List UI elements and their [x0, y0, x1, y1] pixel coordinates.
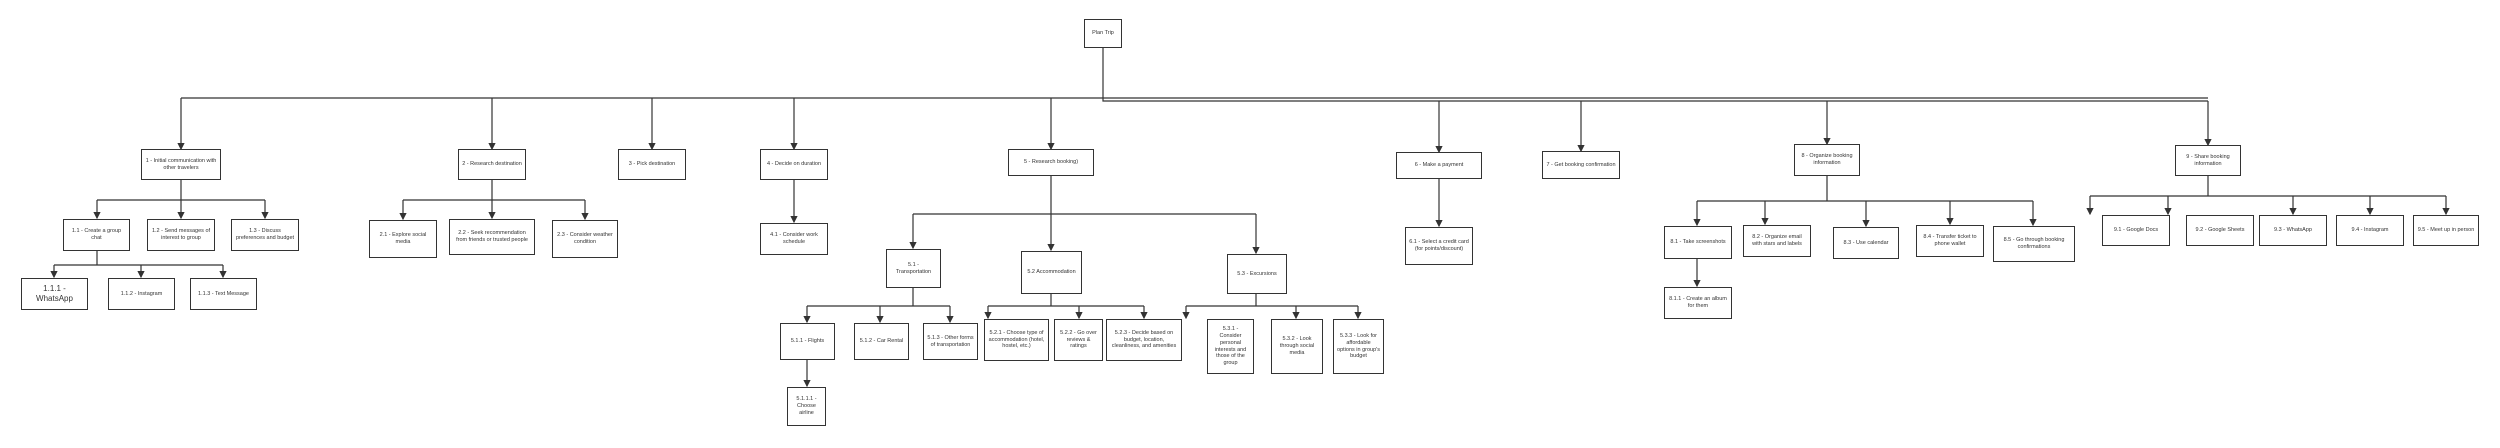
node-1-1-group-chat[interactable]: 1.1 - Create a group chat	[63, 219, 130, 251]
node-8-1-screenshots[interactable]: 8.1 - Take screenshots	[1664, 226, 1732, 259]
node-6-make-payment[interactable]: 6 - Make a payment	[1396, 152, 1482, 179]
node-2-research-destination[interactable]: 2 - Research destination	[458, 149, 526, 180]
node-8-1-1-create-album[interactable]: 8.1.1 - Create an album for them	[1664, 287, 1732, 319]
node-8-4-phone-wallet[interactable]: 8.4 - Transfer ticket to phone wallet	[1916, 225, 1984, 257]
node-3-pick-destination[interactable]: 3 - Pick destination	[618, 149, 686, 180]
node-5-1-2-car-rental[interactable]: 5.1.2 - Car Rental	[854, 323, 909, 360]
node-9-5-meet-in-person[interactable]: 9.5 - Meet up in person	[2413, 215, 2479, 246]
node-5-3-2-social-media[interactable]: 5.3.2 - Look through social media	[1271, 319, 1323, 374]
node-9-2-google-sheets[interactable]: 9.2 - Google Sheets	[2186, 215, 2254, 246]
node-1-1-1-whatsapp[interactable]: 1.1.1 - WhatsApp	[21, 278, 88, 310]
node-5-research-booking[interactable]: 5 - Research booking)	[1008, 149, 1094, 176]
node-plan-trip[interactable]: Plan Trip	[1084, 19, 1122, 48]
node-5-1-3-other-transportation[interactable]: 5.1.3 - Other forms of transportation	[923, 323, 978, 360]
node-5-1-1-1-choose-airline[interactable]: 5.1.1.1 - Choose airline	[787, 387, 826, 426]
node-5-3-3-affordable-options[interactable]: 5.3.3 - Look for affordable options in g…	[1333, 319, 1384, 374]
node-2-1-social-media[interactable]: 2.1 - Explore social media	[369, 220, 437, 258]
node-9-3-whatsapp[interactable]: 9.3 - WhatsApp	[2259, 215, 2327, 246]
node-8-organize-booking[interactable]: 8 - Organize booking information	[1794, 144, 1860, 176]
node-5-3-excursions[interactable]: 5.3 - Excursions	[1227, 254, 1287, 294]
node-4-1-work-schedule[interactable]: 4.1 - Consider work schedule	[760, 223, 828, 255]
node-9-1-google-docs[interactable]: 9.1 - Google Docs	[2102, 215, 2170, 246]
node-8-2-organize-email[interactable]: 8.2 - Organize email with stars and labe…	[1743, 225, 1811, 257]
node-5-2-2-reviews[interactable]: 5.2.2 - Go over reviews & ratings	[1054, 319, 1103, 361]
node-4-decide-duration[interactable]: 4 - Decide on duration	[760, 149, 828, 180]
node-5-1-1-flights[interactable]: 5.1.1 - Flights	[780, 323, 835, 360]
node-2-3-weather[interactable]: 2.3 - Consider weather condition	[552, 220, 618, 258]
node-5-1-transportation[interactable]: 5.1 - Transportation	[886, 249, 941, 288]
node-1-1-2-instagram[interactable]: 1.1.2 - Instagram	[108, 278, 175, 310]
node-5-3-1-personal-interests[interactable]: 5.3.1 - Consider personal interests and …	[1207, 319, 1254, 374]
node-1-2-send-messages[interactable]: 1.2 - Send messages of interest to group	[147, 219, 215, 251]
node-1-initial-communication[interactable]: 1 - Initial communication with other tra…	[141, 149, 221, 180]
node-7-booking-confirmation[interactable]: 7 - Get booking confirmation	[1542, 151, 1620, 179]
node-5-2-1-accommodation-type[interactable]: 5.2.1 - Choose type of accommodation (ho…	[984, 319, 1049, 361]
node-9-4-instagram[interactable]: 9.4 - Instagram	[2336, 215, 2404, 246]
node-8-5-booking-confirmations[interactable]: 8.5 - Go through booking confirmations	[1993, 226, 2075, 262]
node-1-1-3-text-message[interactable]: 1.1.3 - Text Message	[190, 278, 257, 310]
node-5-2-accommodation[interactable]: 5.2 Accommodation	[1021, 251, 1082, 294]
node-9-share-booking[interactable]: 9 - Share booking information	[2175, 145, 2241, 176]
node-5-2-3-budget-location[interactable]: 5.2.3 - Decide based on budget, location…	[1106, 319, 1182, 361]
node-1-3-discuss-preferences[interactable]: 1.3 - Discuss preferences and budget	[231, 219, 299, 251]
node-2-2-recommendation[interactable]: 2.2 - Seek recommendation from friends o…	[449, 219, 535, 255]
node-8-3-calendar[interactable]: 8.3 - Use calendar	[1833, 227, 1899, 259]
node-6-1-credit-card[interactable]: 6.1 - Select a credit card (for points/d…	[1405, 227, 1473, 265]
